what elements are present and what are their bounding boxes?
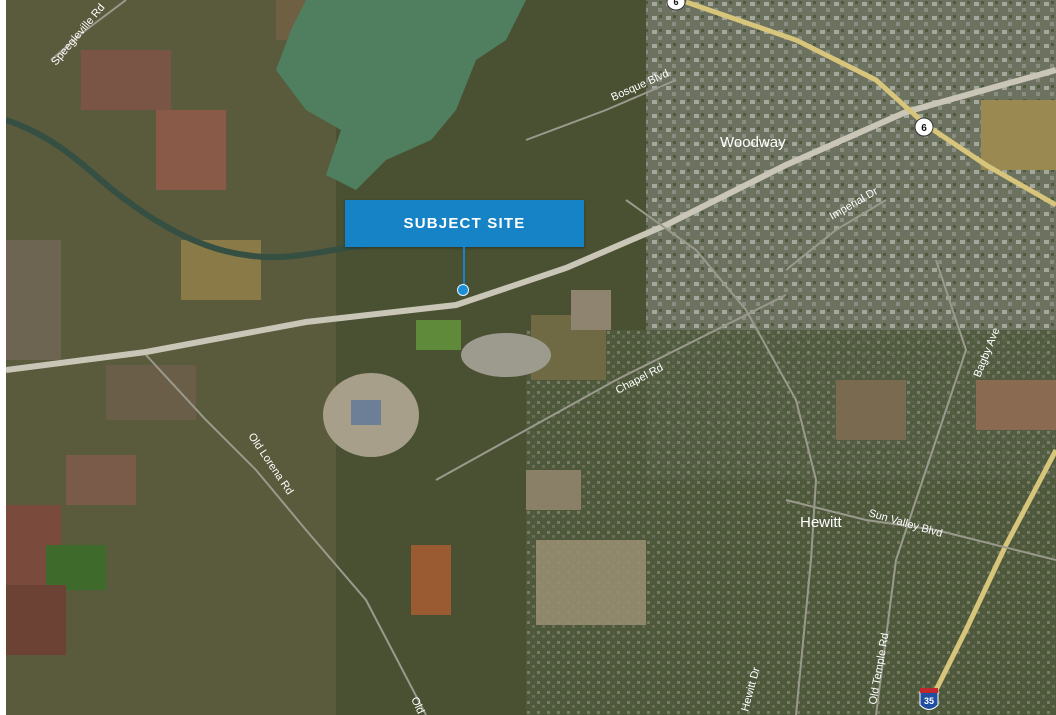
road bbox=[625, 199, 818, 715]
subject-site-marker[interactable] bbox=[457, 284, 469, 296]
interstate-35-number: 35 bbox=[924, 696, 934, 706]
road bbox=[875, 259, 968, 715]
lake bbox=[276, 0, 526, 190]
road bbox=[785, 199, 887, 271]
callout-leader-line bbox=[463, 247, 465, 287]
field bbox=[46, 545, 106, 590]
interstate-35-shield: 35 bbox=[919, 688, 939, 710]
development bbox=[526, 470, 581, 510]
interstate-35 bbox=[928, 448, 1056, 702]
satellite-map[interactable]: 6 6 35 Speegleville Rd Bosque Blvd Imper… bbox=[6, 0, 1056, 715]
field bbox=[411, 545, 451, 615]
subject-site-callout: SUBJECT SITE bbox=[345, 200, 584, 247]
highway-6 bbox=[685, 0, 1056, 208]
field bbox=[836, 380, 906, 440]
development bbox=[536, 540, 646, 625]
road bbox=[145, 354, 427, 715]
highway-6-shield-top: 6 bbox=[666, 0, 686, 11]
development bbox=[571, 290, 611, 330]
highway-6-top-number: 6 bbox=[673, 0, 678, 7]
quarry bbox=[461, 333, 551, 377]
road bbox=[50, 0, 127, 61]
map-canvas: 6 6 35 Speegleville Rd Bosque Blvd Imper… bbox=[6, 0, 1056, 715]
field bbox=[156, 110, 226, 190]
field bbox=[6, 240, 61, 360]
field bbox=[81, 50, 171, 110]
river bbox=[6, 117, 367, 261]
place-label-woodway: Woodway bbox=[720, 134, 786, 151]
field bbox=[66, 455, 136, 505]
road bbox=[785, 499, 1056, 561]
highway-6-shield: 6 bbox=[914, 117, 934, 137]
quarry-pit bbox=[351, 400, 381, 425]
highway-main bbox=[6, 67, 1056, 373]
road bbox=[435, 294, 787, 481]
place-label-hewitt: Hewitt bbox=[800, 514, 843, 531]
field bbox=[416, 320, 461, 350]
field bbox=[976, 380, 1056, 430]
road bbox=[525, 79, 677, 141]
residential-south bbox=[526, 330, 1056, 715]
subject-site-label: SUBJECT SITE bbox=[403, 215, 526, 232]
highway-6-number: 6 bbox=[921, 123, 927, 134]
field bbox=[6, 585, 66, 655]
field bbox=[106, 365, 196, 420]
field bbox=[981, 100, 1056, 170]
